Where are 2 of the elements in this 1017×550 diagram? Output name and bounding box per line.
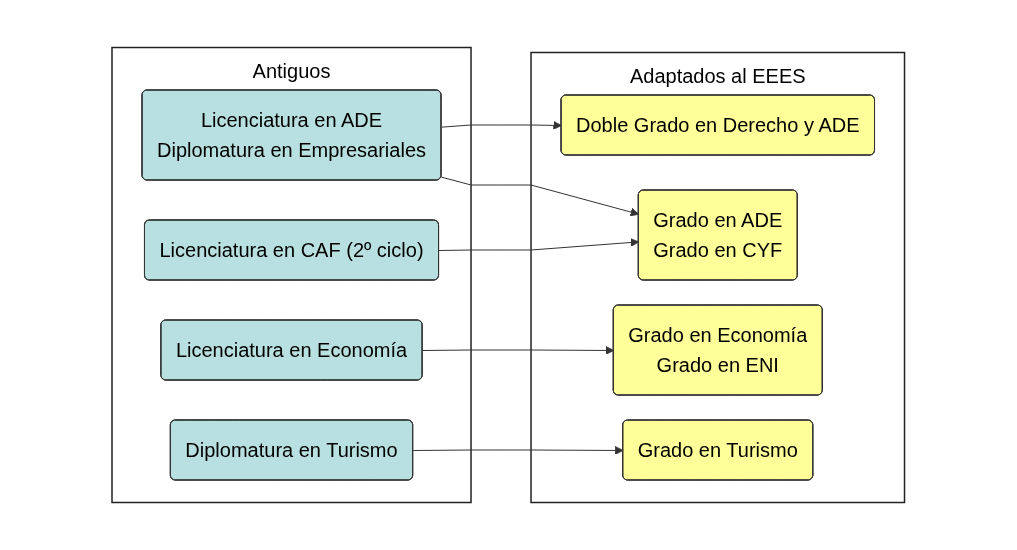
arrow: [441, 120, 563, 130]
arrow: [441, 176, 640, 217]
